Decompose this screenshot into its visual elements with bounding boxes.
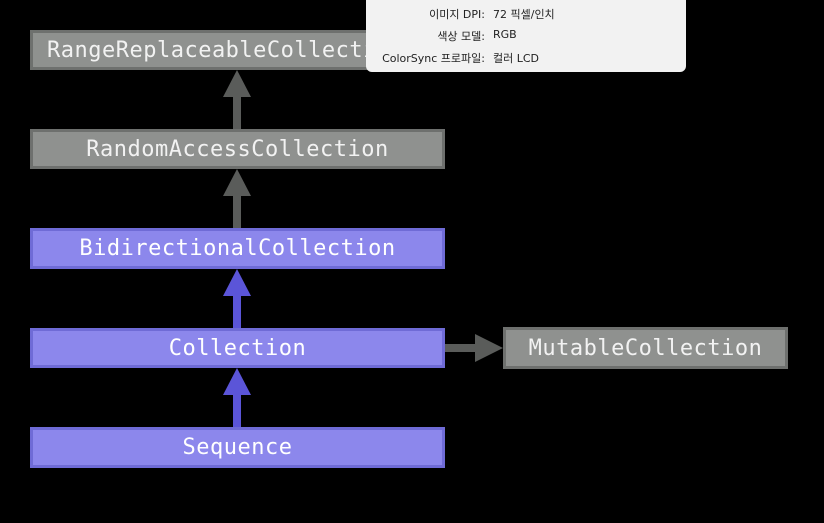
- arrow-sequence-to-collection: [223, 368, 251, 427]
- info-row-color-model: 색상 모델: RGB: [366, 28, 686, 44]
- node-label: RandomAccessCollection: [86, 136, 389, 162]
- info-row-colorsync-profile: ColorSync 프로파일: 컬러 LCD: [366, 50, 686, 66]
- node-bidirectional-collection: BidirectionalCollection: [30, 228, 445, 269]
- arrow-collection-to-bidirectional: [223, 269, 251, 328]
- info-value: 72 픽셀/인치: [493, 8, 555, 21]
- arrow-randomaccess-to-rangereplaceable: [223, 70, 251, 129]
- info-value: 컬러 LCD: [493, 52, 540, 65]
- info-row-dpi: 이미지 DPI: 72 픽셀/인치: [366, 6, 686, 22]
- node-label: BidirectionalCollection: [79, 236, 396, 261]
- node-mutable-collection: MutableCollection: [503, 327, 788, 369]
- arrow-collection-to-mutable: [445, 334, 503, 362]
- info-value: RGB: [493, 28, 517, 41]
- node-random-access-collection: RandomAccessCollection: [30, 129, 445, 169]
- info-label: ColorSync 프로파일:: [382, 52, 485, 65]
- node-sequence: Sequence: [30, 427, 445, 468]
- info-label: 색상 모델:: [437, 30, 485, 43]
- image-info-panel: 이미지 DPI: 72 픽셀/인치 색상 모델: RGB ColorSync 프…: [366, 0, 686, 72]
- node-label: MutableCollection: [528, 335, 763, 361]
- info-label: 이미지 DPI:: [429, 8, 485, 21]
- node-label: Sequence: [182, 435, 293, 460]
- node-collection: Collection: [30, 328, 445, 368]
- arrow-bidirectional-to-randomaccess: [223, 169, 251, 228]
- node-label: RangeReplaceableCollection: [47, 37, 405, 63]
- node-label: Collection: [168, 335, 307, 361]
